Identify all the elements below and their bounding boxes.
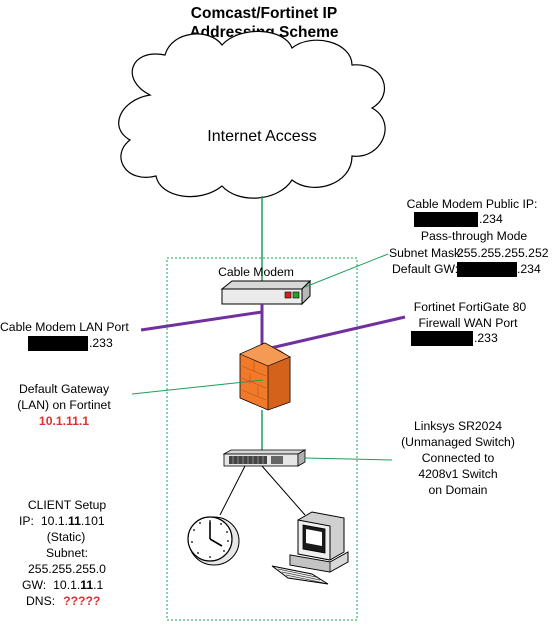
modem-lan-line1: Cable Modem LAN Port [0,320,129,334]
modem-subnet-label: Subnet Mask: [389,246,464,260]
default-gw-line1: Default Gateway [19,382,110,396]
modem-led-green [292,291,300,299]
diagram-title-line1: Comcast/Fortinet IP [191,5,337,22]
fortigate-line1: Fortinet FortiGate 80 [414,300,527,314]
client-subnet-value: 255.255.255.0 [28,562,106,576]
modem-led-red [284,291,292,299]
fortigate-wan-info: Fortinet FortiGate 80 Firewall WAN Port … [411,300,526,346]
modem-public-callout [304,253,389,288]
switch-pc-link [261,465,306,516]
modem-lan-info: Cable Modem LAN Port .233 [0,320,129,351]
switch-line3: Connected to [422,451,495,465]
client-setup: CLIENT Setup IP:10.1.11.101 (Static) Sub… [19,498,106,608]
redacted-ip-block [457,262,517,277]
cable-modem [220,279,312,306]
switch-line1: Linksys SR2024 [414,419,502,433]
switch-info: Linksys SR2024 (Unmanaged Switch) Connec… [401,419,515,497]
client-gw-line: GW:10.1.11.1 [22,578,104,592]
client-dns-line: DNS:????? [26,594,100,608]
default-gw-info: Default Gateway (LAN) on Fortinet 10.1.1… [17,382,111,428]
switch-line4: 4208v1 Switch [418,467,497,481]
client-subnet-label: Subnet: [46,546,88,560]
internet-cloud: Internet Access [118,30,386,199]
switch-line5: on Domain [429,483,488,497]
fortigate-line2: Firewall WAN Port [418,316,518,330]
modem-public-info: Cable Modem Public IP: .234 Pass-through… [389,197,549,277]
modem-lan-callout [140,310,263,332]
default-gw-ip: 10.1.11.1 [39,414,89,428]
modem-public-ip-suffix: .234 [479,212,503,226]
modem-subnet-value: 255.255.255.252 [457,246,549,260]
switch-icon [222,449,307,467]
fortigate-wan-callout [261,315,406,352]
client-static: (Static) [47,530,86,544]
firewall-icon [239,342,291,411]
switch-line2: (Unmanaged Switch) [401,435,515,449]
modem-gw-suffix: .234 [517,262,541,276]
redacted-ip-block [414,212,478,227]
default-gw-callout [131,379,264,395]
client-ip-line: IP:10.1.11.101 [19,514,105,528]
default-gw-line2: (LAN) on Fortinet [17,398,111,412]
redacted-ip-block [411,331,473,346]
client-heading: CLIENT Setup [28,498,107,512]
switch-clock-link [219,465,246,516]
fortigate-ip-suffix: .233 [474,331,498,345]
computer-icon [271,511,349,585]
switch-callout [304,457,393,461]
modem-public-line1: Cable Modem Public IP: [407,197,538,211]
modem-lan-ip-suffix: .233 [89,336,113,350]
modem-public-line3: Pass-through Mode [421,229,528,243]
modem-label: Cable Modem [218,265,294,279]
cloud-label: Internet Access [207,128,316,145]
modem-gw-label: Default GW: [392,262,458,276]
clock-icon [187,516,240,566]
redacted-ip-block [28,336,88,351]
